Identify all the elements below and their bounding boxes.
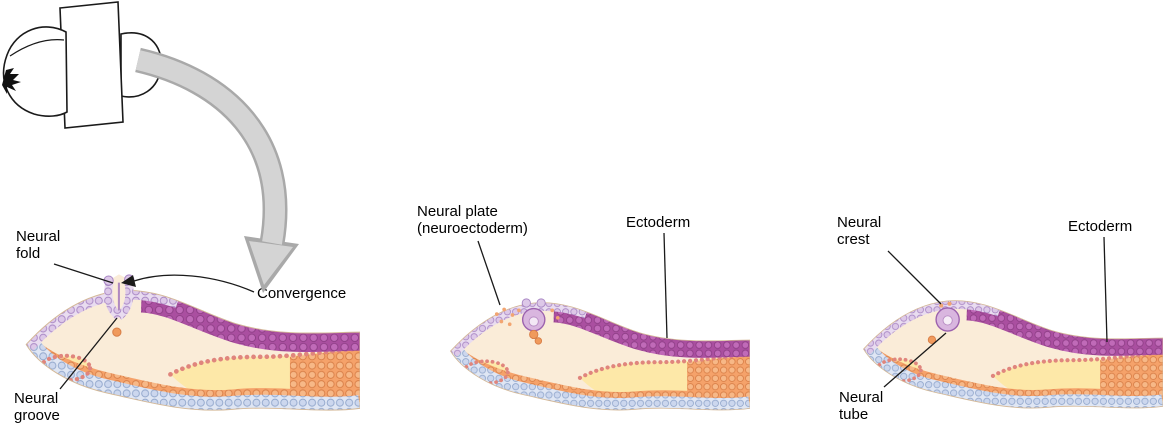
migrating-cell bbox=[529, 329, 539, 340]
neural-crest-speckles bbox=[494, 307, 560, 327]
label-neural-fold: Neural fold bbox=[16, 228, 61, 263]
migrating-cell bbox=[112, 327, 122, 337]
neural-crest-cell bbox=[939, 303, 944, 308]
label-neural-groove: Neural groove bbox=[14, 390, 60, 425]
embryo-section-inset bbox=[2, 1, 162, 129]
migrating-cell bbox=[534, 337, 543, 345]
embryo-crease bbox=[9, 39, 65, 57]
label-ectoderm-right: Ectoderm bbox=[1068, 218, 1133, 235]
cross-section-neural-plate bbox=[445, 282, 750, 422]
label-convergence: Convergence bbox=[257, 285, 347, 302]
label-ectoderm-middle: Ectoderm bbox=[626, 214, 691, 231]
neural-plate-vesicle bbox=[494, 298, 560, 345]
neural-crest-cell bbox=[947, 301, 952, 306]
embryo-body bbox=[2, 26, 68, 117]
label-neural-crest: Neural crest bbox=[837, 214, 882, 249]
migrating-cell bbox=[927, 335, 937, 344]
label-neural-plate: Neural plate (neuroectoderm) bbox=[417, 203, 528, 238]
section-plane bbox=[59, 1, 124, 129]
label-neural-tube: Neural tube bbox=[839, 389, 884, 424]
embryo-limb-mark bbox=[2, 68, 21, 94]
embryo-posterior-lobe bbox=[120, 32, 162, 98]
